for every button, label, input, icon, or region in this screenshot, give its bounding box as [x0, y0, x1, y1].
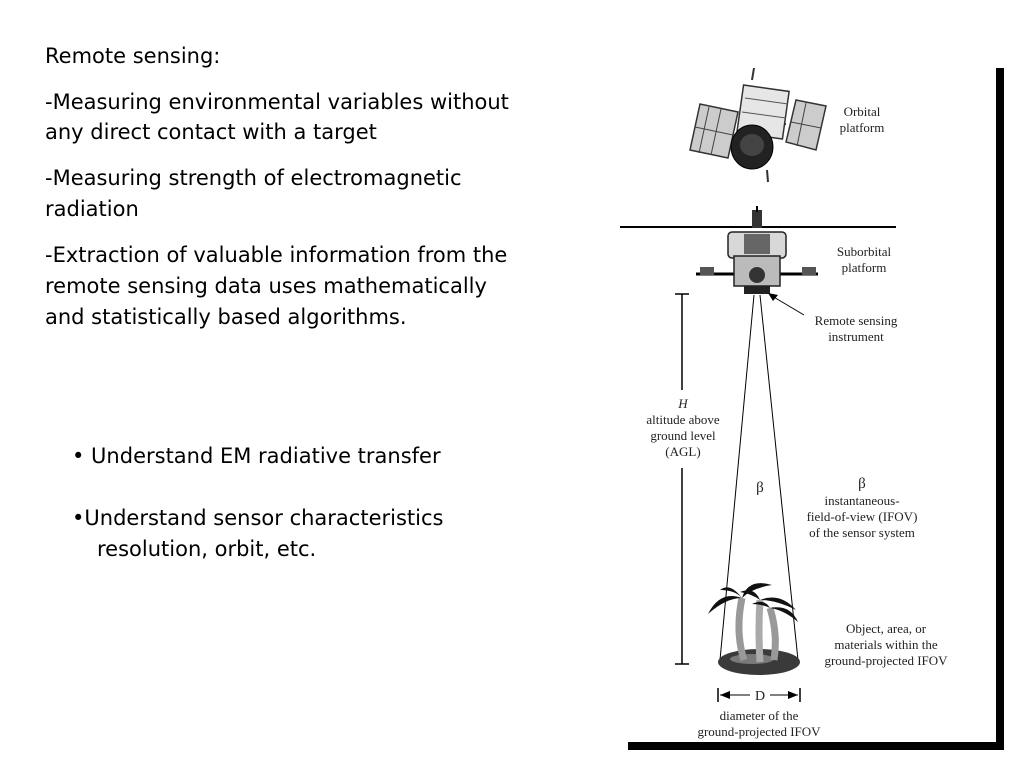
frame-shadow-right: [996, 68, 1004, 750]
label-instrument: instrument: [828, 329, 884, 344]
label-ifov: field-of-view (IFOV): [807, 509, 918, 524]
satellite-icon: [689, 67, 827, 183]
paragraph-line: -Extraction of valuable information from…: [45, 243, 508, 267]
label-diameter: diameter of the: [720, 708, 799, 723]
label-h-symbol: H: [677, 396, 688, 411]
label-instrument: Remote sensing: [815, 313, 898, 328]
slide-heading: Remote sensing:: [45, 44, 221, 68]
label-ifov: instantaneous-: [824, 493, 899, 508]
label-suborbital: platform: [842, 260, 887, 275]
label-object: materials within the: [834, 637, 937, 652]
label-beta-center: β: [756, 480, 764, 496]
label-agl: ground level: [650, 428, 716, 443]
paragraph-line: -Measuring environmental variables witho…: [45, 90, 509, 114]
label-object: ground-projected IFOV: [824, 653, 948, 668]
label-orbital: platform: [840, 120, 885, 135]
bullet-item: •Understand sensor characteristics: [72, 506, 444, 530]
label-ifov: of the sensor system: [809, 525, 915, 540]
paragraph-line: radiation: [45, 197, 139, 221]
paragraph-line: -Measuring strength of electromagnetic: [45, 166, 462, 190]
label-orbital: Orbital: [844, 104, 881, 119]
label-agl: altitude above: [646, 412, 720, 427]
label-suborbital: Suborbital: [837, 244, 892, 259]
palm-tree-icon: [708, 583, 798, 663]
label-d-symbol: D: [755, 689, 765, 704]
label-agl: (AGL): [665, 444, 700, 459]
label-diameter: ground-projected IFOV: [697, 724, 821, 739]
helicopter-icon: [620, 206, 896, 294]
label-object: Object, area, or: [846, 621, 927, 636]
bullet-item: • Understand EM radiative transfer: [72, 444, 441, 468]
bullet-item: resolution, orbit, etc.: [97, 537, 317, 561]
label-beta: β: [858, 476, 866, 492]
paragraph-line: and statistically based algorithms.: [45, 305, 407, 329]
paragraph-line: any direct contact with a target: [45, 120, 377, 144]
paragraph-line: remote sensing data uses mathematically: [45, 274, 487, 298]
frame-shadow-bottom: [628, 742, 1004, 750]
